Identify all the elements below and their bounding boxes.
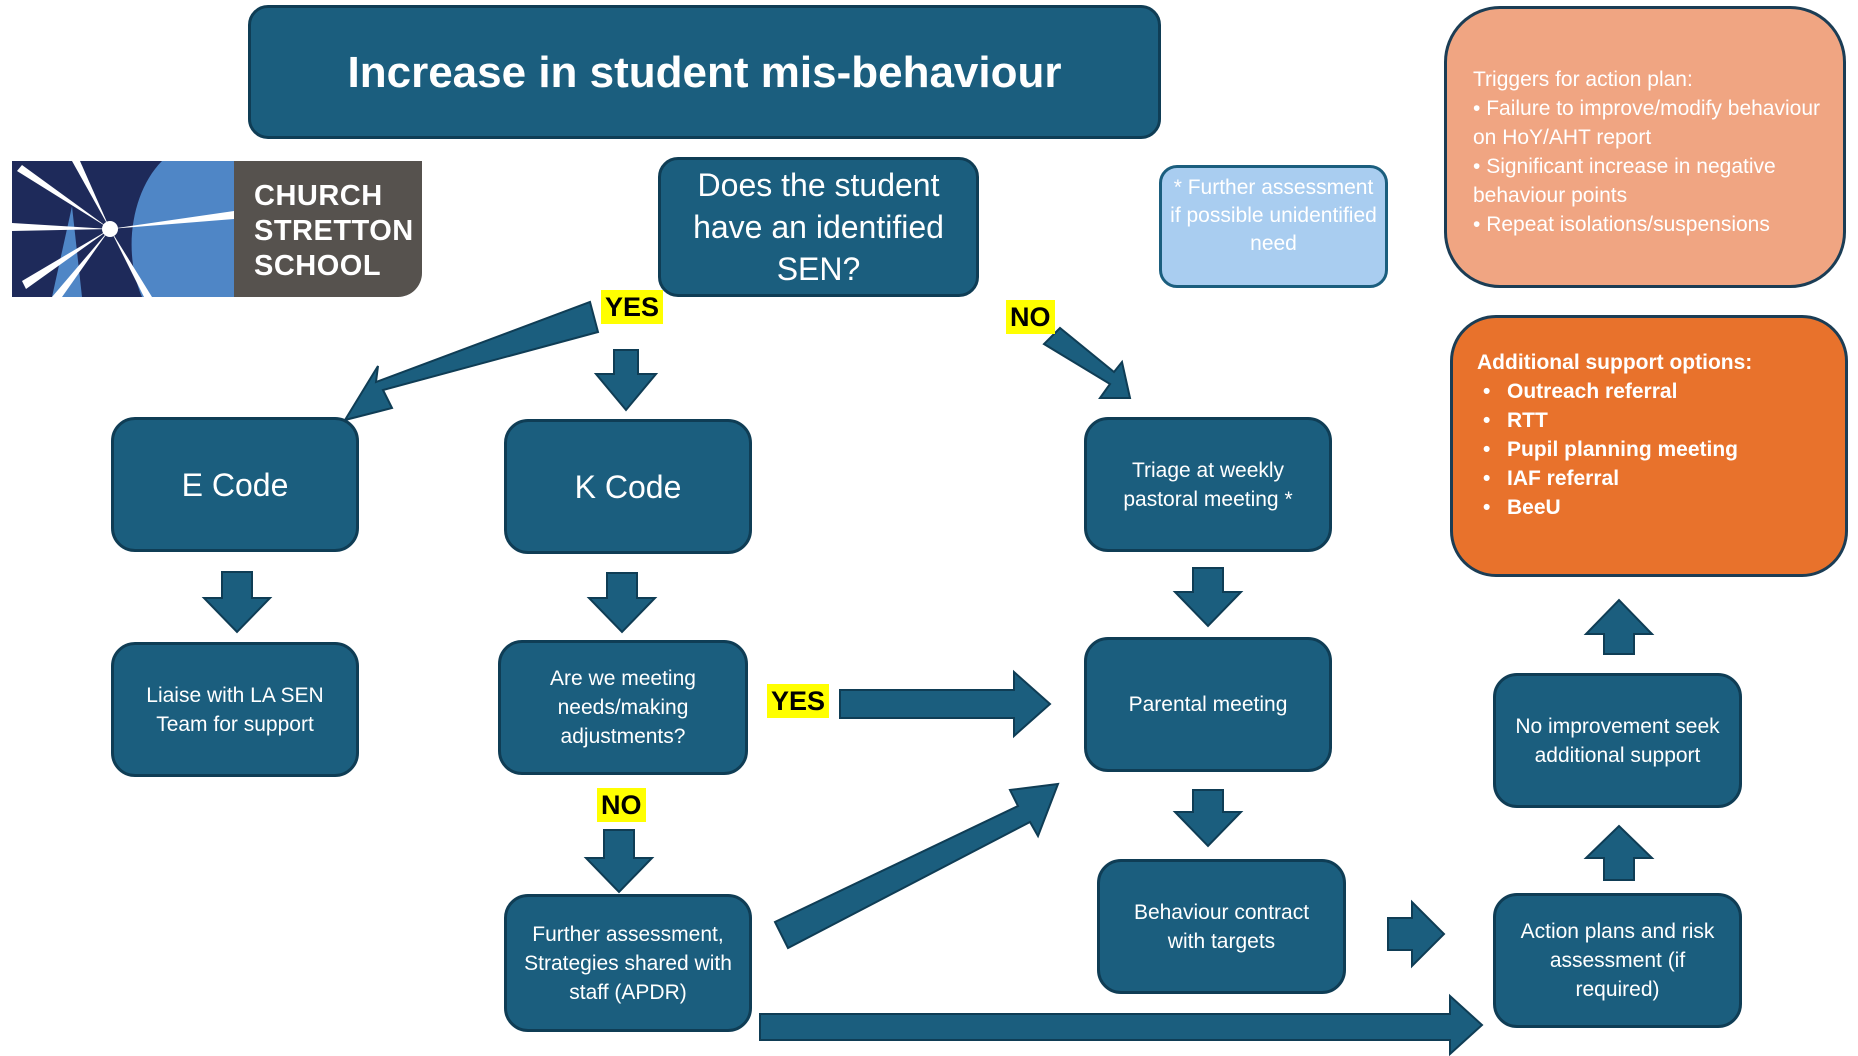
no-improvement-text: No improvement seek additional support (1515, 714, 1720, 767)
logo-emblem (12, 161, 234, 297)
arrow-action-up (1583, 824, 1655, 881)
arrow-further-to-parental (773, 782, 1060, 950)
arrow-improvement-up (1583, 598, 1655, 655)
yes-label-top: YES (601, 290, 664, 325)
k-code-box: K Code (504, 419, 752, 554)
arrow-triage-down (1172, 567, 1244, 628)
no-label-top: NO (1006, 300, 1055, 335)
further-assessment-note: * Further assessment if possible unident… (1159, 165, 1388, 288)
meeting-needs-text: Are we meeting needs/making adjustments? (550, 667, 696, 748)
support-item: IAF referral (1483, 464, 1835, 493)
arrow-to-triage (1042, 326, 1132, 399)
triage-text: Triage at weekly pastoral meeting * (1123, 458, 1293, 511)
behaviour-contract-text: Behaviour contract with targets (1133, 900, 1310, 953)
triggers-heading: Triggers for action plan: (1473, 68, 1693, 91)
further-assessment-box: Further assessment, Strategies shared wi… (504, 894, 752, 1032)
k-code-text: K Code (574, 468, 682, 505)
parental-meeting-text: Parental meeting (1128, 693, 1288, 716)
action-plans-box: Action plans and risk assessment (if req… (1493, 893, 1742, 1028)
further-note-text: * Further assessment if possible unident… (1170, 176, 1377, 255)
arrow-to-k-code (593, 349, 659, 412)
support-item: RTT (1483, 406, 1835, 435)
support-item: Pupil planning meeting (1483, 435, 1835, 464)
support-item: Outreach referral (1483, 377, 1835, 406)
action-plans-text: Action plans and risk assessment (if req… (1520, 920, 1715, 1001)
sen-question: Does the student have an identified SEN? (658, 157, 979, 297)
arrow-k-down (586, 572, 658, 634)
no-improvement-box: No improvement seek additional support (1493, 673, 1742, 808)
diagram-title: Increase in student mis-behaviour (248, 5, 1161, 139)
arrow-e-down (201, 571, 273, 634)
support-item: BeeU (1483, 493, 1835, 522)
arrow-needs-down (583, 829, 655, 894)
further-assessment-text: Further assessment, Strategies shared wi… (524, 922, 732, 1004)
arrow-to-e-code (342, 300, 600, 422)
parental-meeting-box: Parental meeting (1084, 637, 1332, 772)
logo-text: CHURCH STRETTON SCHOOL (254, 180, 414, 282)
meeting-needs-box: Are we meeting needs/making adjustments? (498, 640, 748, 775)
arrow-needs-right (839, 669, 1052, 739)
behaviour-contract-box: Behaviour contract with targets (1097, 859, 1346, 994)
support-options-panel: Additional support options: Outreach ref… (1450, 315, 1848, 577)
trigger-item: • Repeat isolations/suspensions (1473, 213, 1770, 236)
e-code-text: E Code (181, 466, 289, 503)
triggers-panel: Triggers for action plan: • Failure to i… (1444, 6, 1846, 288)
school-logo: CHURCH STRETTON SCHOOL (12, 161, 422, 297)
arrow-contract-right (1387, 899, 1446, 969)
sen-question-text: Does the student have an identified SEN? (693, 167, 944, 287)
e-code-box: E Code (111, 417, 359, 552)
liaise-text: Liaise with LA SEN Team for support (146, 683, 324, 736)
arrow-parental-down (1172, 789, 1244, 848)
arrow-further-to-action (759, 993, 1484, 1056)
yes-label-mid: YES (767, 684, 830, 719)
title-text: Increase in student mis-behaviour (347, 47, 1062, 97)
no-label-mid: NO (597, 788, 646, 823)
triage-box: Triage at weekly pastoral meeting * (1084, 417, 1332, 552)
support-heading: Additional support options: (1477, 351, 1753, 374)
support-list: Outreach referral RTT Pupil planning mee… (1477, 377, 1835, 522)
trigger-item: • Failure to improve/modify behaviour on… (1473, 97, 1821, 149)
logo-wordmark: CHURCH STRETTON SCHOOL (234, 161, 422, 297)
trigger-item: • Significant increase in negative behav… (1473, 155, 1776, 207)
liaise-box: Liaise with LA SEN Team for support (111, 642, 359, 777)
